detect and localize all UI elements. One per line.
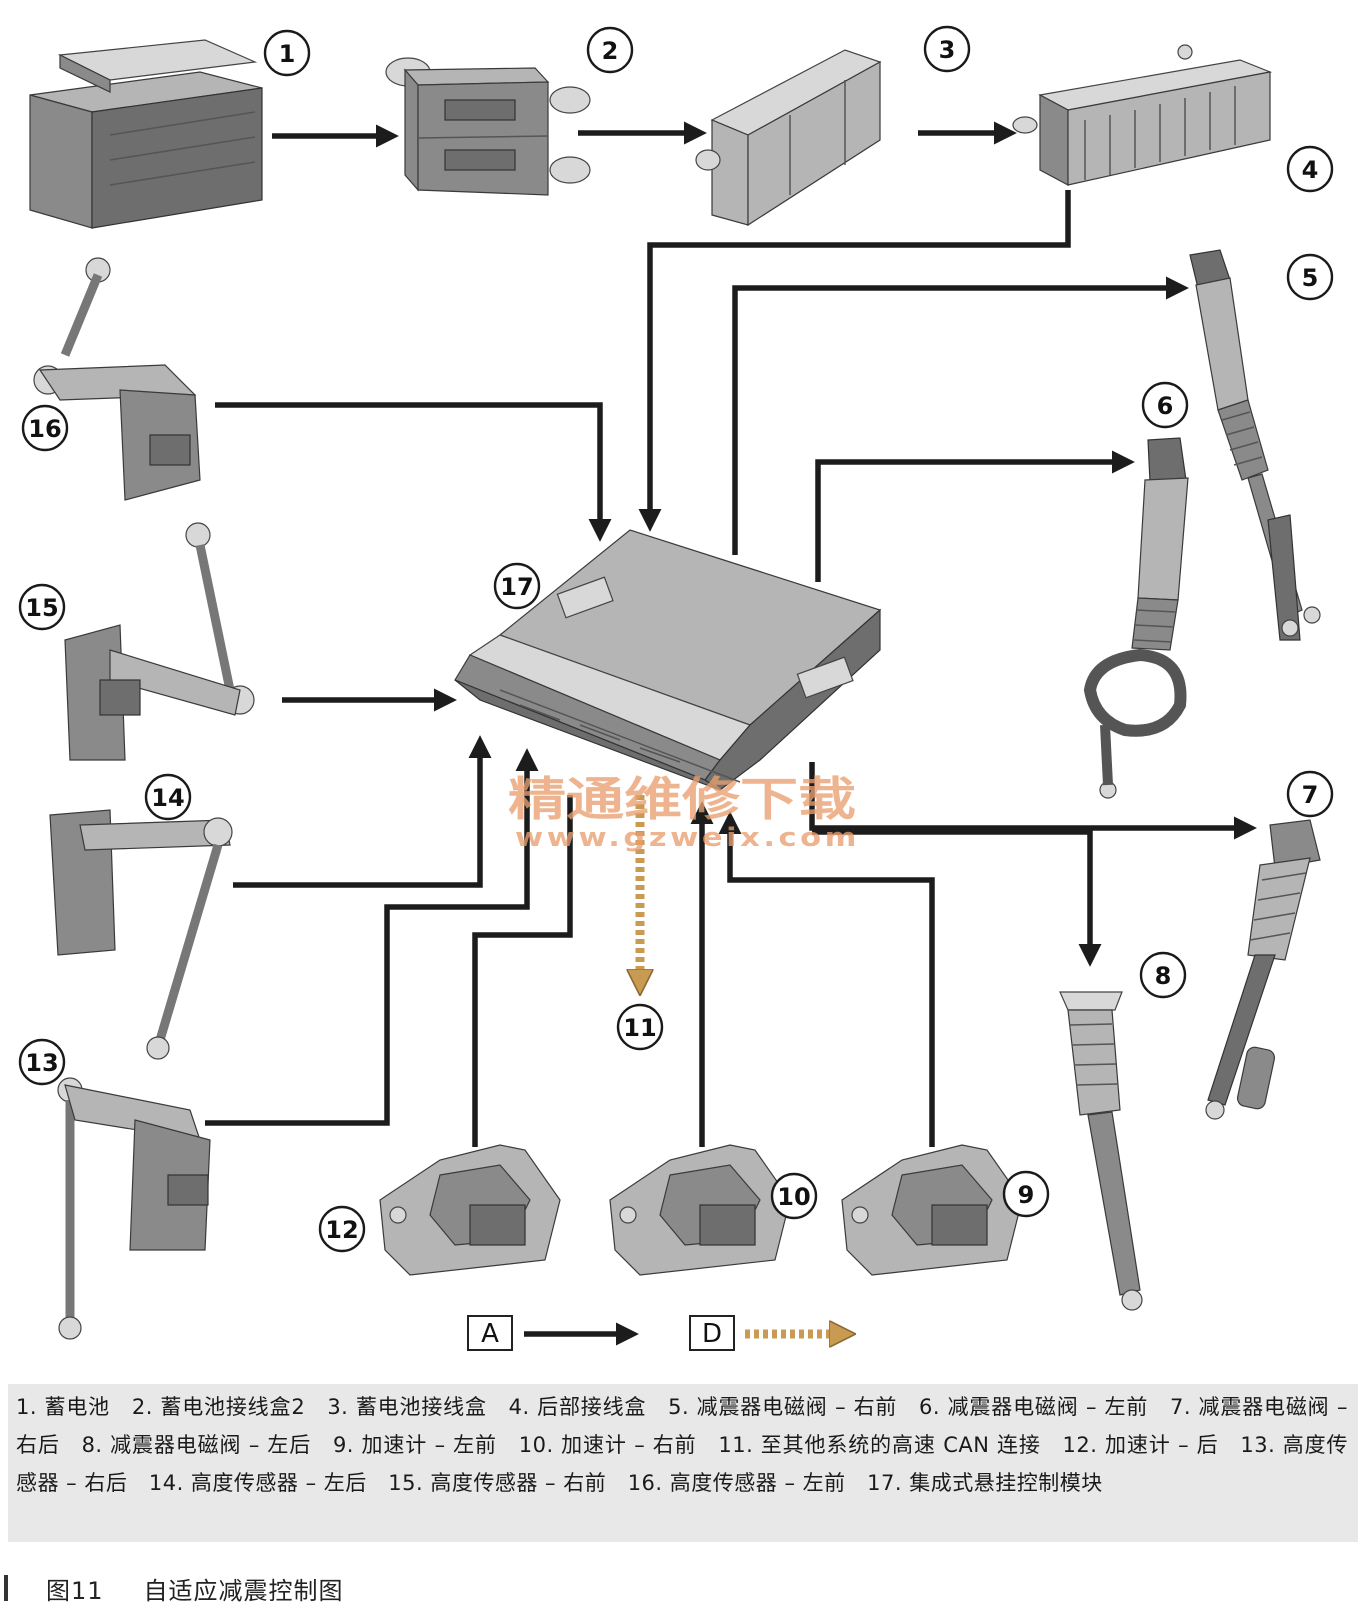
damper-valve-rear-left xyxy=(1059,991,1143,1311)
callout-14-label: 14 xyxy=(151,784,184,812)
callout-17-label: 17 xyxy=(500,573,533,601)
watermark-url: www.gzweix.com xyxy=(515,823,860,853)
adaptive-damping-diagram: 精通维修下载 www.gzweix.com 1 2 3 4 5 6 7 8 9 … xyxy=(18,25,1334,1351)
callout-10: 10 xyxy=(770,1172,818,1220)
figure-title-bar xyxy=(4,1575,8,1601)
callout-4-label: 4 xyxy=(1302,156,1319,184)
height-sensor-front-left xyxy=(33,257,201,501)
callout-2: 2 xyxy=(586,26,634,74)
callout-5-label: 5 xyxy=(1302,264,1319,292)
callout-16-label: 16 xyxy=(28,415,61,443)
callout-12: 12 xyxy=(318,1205,366,1253)
callout-15: 15 xyxy=(18,583,66,631)
accelerometer-front-left xyxy=(841,1144,1023,1276)
rear-junction-box xyxy=(1012,44,1273,187)
callout-16: 16 xyxy=(21,404,69,452)
wire-17-5 xyxy=(732,276,1189,555)
wire-17-8 xyxy=(812,829,1102,967)
suspension-control-module xyxy=(454,529,882,791)
wiring xyxy=(205,121,1257,1147)
height-sensor-front-right xyxy=(64,522,255,761)
callout-8-label: 8 xyxy=(1155,962,1172,990)
accelerometer-rear xyxy=(379,1144,561,1276)
key-a-label: A xyxy=(481,1319,499,1349)
callout-11: 11 xyxy=(616,1003,664,1051)
callout-6: 6 xyxy=(1141,381,1189,429)
figure-caption-title: 自适应减震控制图 xyxy=(143,1576,344,1605)
callout-14: 14 xyxy=(144,773,192,821)
signal-key: A D xyxy=(467,1315,845,1351)
callout-7-label: 7 xyxy=(1302,781,1319,809)
wire-12-17 xyxy=(472,795,573,1147)
accelerometer-front-right xyxy=(609,1144,791,1276)
callout-8: 8 xyxy=(1139,951,1187,999)
callout-10-label: 10 xyxy=(777,1183,810,1211)
damper-valve-front-left xyxy=(1083,437,1189,799)
battery xyxy=(29,39,263,229)
height-sensor-rear-left xyxy=(49,809,233,1060)
wire-9-17 xyxy=(718,811,935,1147)
height-sensor-rear-right xyxy=(57,1077,211,1340)
figure-number: 图11 xyxy=(46,1576,104,1605)
watermark-text: 精通维修下载 xyxy=(508,772,856,826)
callout-4: 4 xyxy=(1286,145,1334,193)
damper-valve-front-right xyxy=(1189,249,1321,641)
caption-text: 1. 蓄电池 2. 蓄电池接线盒2 3. 蓄电池接线盒 4. 后部接线盒 5. … xyxy=(16,1395,1348,1495)
watermark: 精通维修下载 www.gzweix.com xyxy=(508,772,860,853)
figure-title: 图11 自适应减震控制图 xyxy=(0,1570,344,1606)
wire-17-7 xyxy=(809,762,1257,840)
wire-13-17 xyxy=(205,748,539,1126)
callout-1-label: 1 xyxy=(279,40,296,68)
battery-junction-box-2 xyxy=(385,57,591,196)
callout-12-label: 12 xyxy=(325,1216,358,1244)
callout-11-label: 11 xyxy=(623,1014,656,1042)
caption-panel: 1. 蓄电池 2. 蓄电池接线盒2 3. 蓄电池接线盒 4. 后部接线盒 5. … xyxy=(8,1384,1358,1542)
callout-13: 13 xyxy=(18,1038,66,1086)
callout-9-label: 9 xyxy=(1018,1181,1035,1209)
callout-17: 17 xyxy=(493,562,541,610)
battery-junction-box xyxy=(695,49,882,227)
callout-6-label: 6 xyxy=(1157,392,1174,420)
callout-5: 5 xyxy=(1286,253,1334,301)
wire-4-17 xyxy=(638,190,1071,532)
figure-label: 图11 自适应减震控制图 xyxy=(46,1571,344,1606)
wire-17-6 xyxy=(815,450,1135,582)
key-d-label: D xyxy=(702,1319,722,1349)
callout-1: 1 xyxy=(263,29,311,77)
callout-9: 9 xyxy=(1002,1170,1050,1218)
callout-15-label: 15 xyxy=(25,594,58,622)
wire-14-17 xyxy=(233,735,492,888)
callout-3: 3 xyxy=(923,25,971,73)
callout-3-label: 3 xyxy=(939,36,956,64)
callout-7: 7 xyxy=(1286,770,1334,818)
callout-13-label: 13 xyxy=(25,1049,58,1077)
wire-16-17 xyxy=(215,402,612,542)
callout-2-label: 2 xyxy=(602,37,619,65)
damper-valve-rear-right xyxy=(1205,819,1321,1120)
callouts: 1 2 3 4 5 6 7 8 9 10 11 12 13 14 15 16 1… xyxy=(18,25,1334,1253)
